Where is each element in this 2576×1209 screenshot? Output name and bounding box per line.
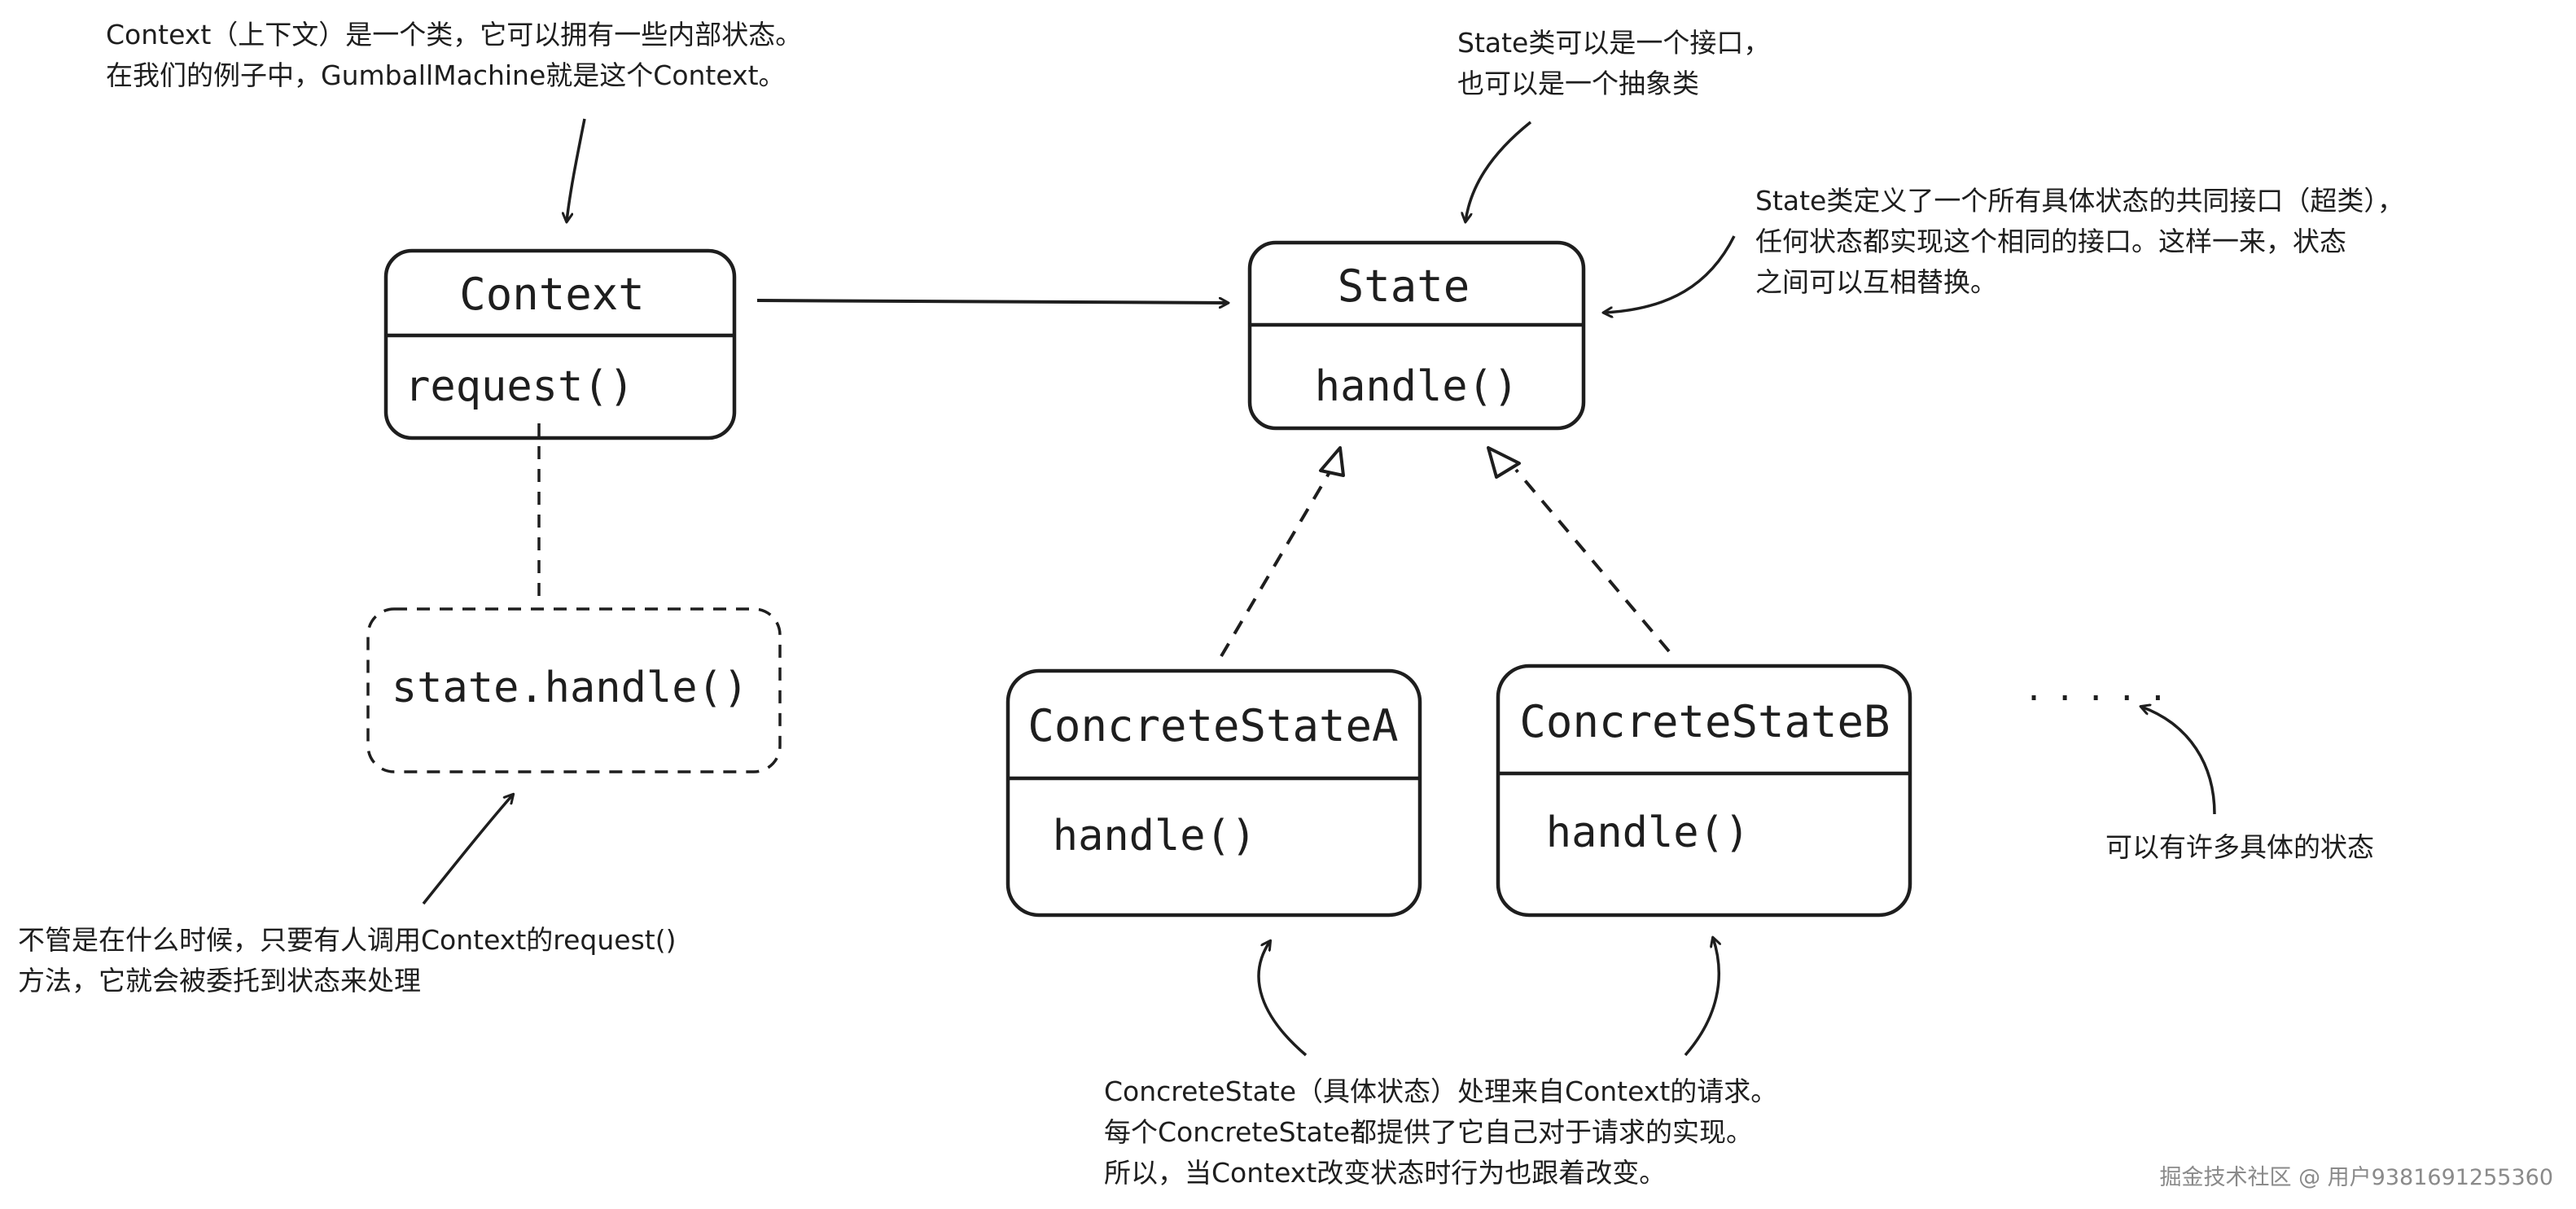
concrete-a-implements-state-arrow (1220, 467, 1334, 658)
concrete-state-note-line-3: 所以，当Context改变状态时行为也跟着改变。 (1104, 1157, 1667, 1189)
state-handle-call-label: state.handle() (392, 664, 748, 712)
many-states-note-pointer (2141, 707, 2216, 815)
state-class-box: State handle() (1247, 240, 1586, 431)
delegate-note-line-2: 方法，它就会被委托到状态来处理 (18, 965, 421, 997)
delegate-note-pointer (422, 795, 513, 905)
watermark: 掘金技术社区 @ 用户9381691255360 (2159, 1165, 2553, 1190)
concrete-state-note: ConcreteState（具体状态）处理来自Context的请求。 每个Con… (1104, 1071, 1777, 1194)
state-interface-note-pointer (1465, 120, 1532, 221)
many-states-note-line-1: 可以有许多具体的状态 (2105, 831, 2374, 863)
context-note-line-1: Context（上下文）是一个类，它可以拥有一些内部状态。 (106, 19, 803, 50)
context-class-box: Context request() (383, 248, 737, 440)
concrete-state-b-box: ConcreteStateB handle() (1496, 664, 1912, 918)
state-common-note-line-3: 之间可以互相替换。 (1755, 266, 1997, 298)
context-class-name: Context (459, 269, 645, 320)
state-common-note: State类定义了一个所有具体状态的共同接口（超类）， 任何状态都实现这个相同的… (1755, 181, 2404, 303)
context-to-state-arrow (756, 300, 1228, 303)
concrete-b-implements-state-arrow (1514, 468, 1671, 653)
many-states-note: 可以有许多具体的状态 (2105, 827, 2374, 868)
concrete-state-b-handle-method: handle() (1546, 808, 1750, 857)
state-interface-note-line-2: 也可以是一个抽象类 (1457, 68, 1699, 99)
context-request-method: request() (405, 362, 634, 411)
state-class-name: State (1338, 261, 1470, 312)
concrete-state-note-line-2: 每个ConcreteState都提供了它自己对于请求的实现。 (1104, 1116, 1754, 1148)
state-common-note-line-1: State类定义了一个所有具体状态的共同接口（超类）， (1755, 185, 2404, 217)
concrete-state-a-name: ConcreteStateA (1027, 700, 1398, 751)
context-note-pointer (567, 118, 586, 221)
state-interface-note-line-1: State类可以是一个接口， (1457, 27, 1771, 59)
concrete-a-arrowhead (1319, 446, 1345, 477)
context-note-line-2: 在我们的例子中，GumballMachine就是这个Context。 (106, 59, 786, 91)
state-handle-call-box: state.handle() (366, 607, 782, 773)
delegate-note: 不管是在什么时候，只要有人调用Context的request() 方法，它就会被… (18, 920, 676, 1001)
concrete-state-a-box: ConcreteStateA handle() (1005, 668, 1422, 918)
more-states-ellipsis: ..... (2024, 671, 2179, 708)
delegate-note-line-1: 不管是在什么时候，只要有人调用Context的request() (18, 924, 677, 956)
concrete-a-note-pointer (1257, 941, 1308, 1057)
state-handle-method: handle() (1315, 362, 1518, 411)
concrete-state-note-line-1: ConcreteState（具体状态）处理来自Context的请求。 (1104, 1075, 1778, 1107)
concrete-b-arrowhead (1487, 446, 1521, 479)
concrete-b-note-pointer (1684, 938, 1719, 1057)
concrete-state-b-name: ConcreteStateB (1519, 696, 1890, 747)
concrete-state-a-handle-method: handle() (1053, 812, 1256, 861)
state-common-note-pointer (1604, 235, 1736, 313)
state-common-note-line-2: 任何状态都实现这个相同的接口。这样一来，状态 (1755, 226, 2346, 257)
context-note: Context（上下文）是一个类，它可以拥有一些内部状态。 在我们的例子中，Gu… (106, 15, 802, 96)
state-interface-note: State类可以是一个接口， 也可以是一个抽象类 (1457, 23, 1770, 104)
